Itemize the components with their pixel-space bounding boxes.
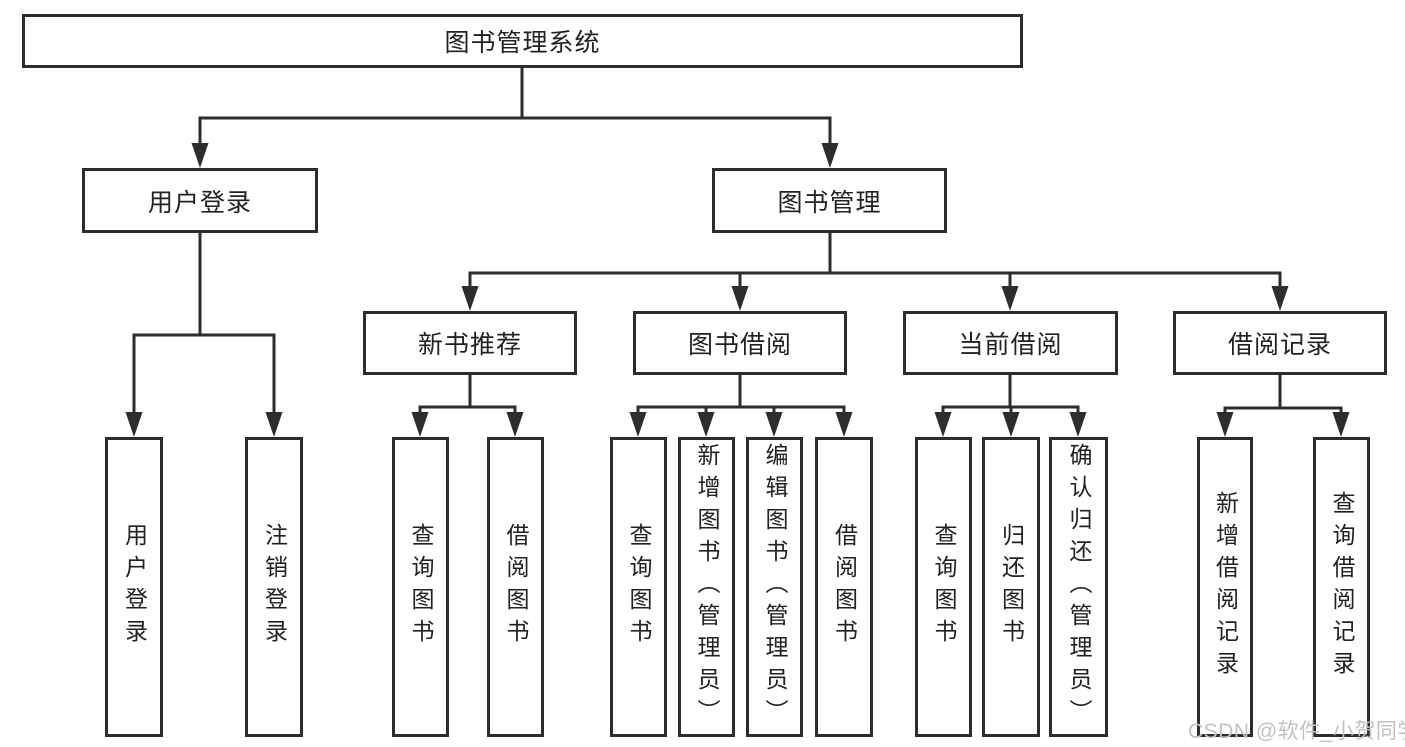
arrowhead-down	[461, 286, 479, 311]
leaf-label: 查询图书	[931, 523, 957, 651]
arrowhead-down	[1002, 412, 1020, 437]
arrowhead-down	[629, 412, 647, 437]
leaf-user-login: 用户登录	[105, 437, 163, 737]
leaf-borrow-books-newbook: 借阅图书	[487, 437, 544, 737]
leaf-query-books-borrow: 查询图书	[610, 437, 667, 737]
leaf-borrow-books: 借阅图书	[815, 437, 873, 737]
node-book-borrow: 图书借阅	[633, 311, 847, 375]
leaf-edit-books-admin: 编辑图书（管理员）	[746, 437, 803, 737]
node-borrow-records: 借阅记录	[1173, 311, 1387, 375]
leaf-confirm-return-admin: 确认归还（管理员）	[1049, 437, 1108, 737]
arrowhead-down	[835, 412, 853, 437]
leaf-label: 编辑图书（管理员）	[762, 443, 788, 731]
connector-login-to-leaves	[132, 231, 276, 417]
leaf-label: 查询图书	[626, 523, 652, 651]
arrowhead-down	[1069, 412, 1087, 437]
leaf-label: 查询图书	[408, 523, 434, 651]
node-book-management: 图书管理	[712, 168, 947, 233]
leaf-return-books: 归还图书	[982, 437, 1040, 737]
arrowhead-down	[1271, 286, 1289, 311]
leaf-label: 查询借阅记录	[1329, 491, 1355, 683]
leaf-add-books-admin: 新增图书（管理员）	[678, 437, 735, 737]
leaf-label: 新增借阅记录	[1212, 491, 1239, 683]
leaf-query-books-current: 查询图书	[915, 437, 972, 737]
leaf-label: 归还图书	[998, 523, 1025, 651]
csdn-watermark: CSDN @软件_小贺同学	[1188, 720, 1405, 743]
connector-management-to-level3	[468, 231, 1282, 291]
leaf-query-books-newbook: 查询图书	[392, 437, 449, 737]
node-current-borrow: 当前借阅	[903, 311, 1118, 375]
arrowhead-down	[765, 412, 783, 437]
connector-root-to-level2	[198, 66, 832, 148]
node-user-login: 用户登录	[82, 168, 318, 233]
arrowhead-down	[265, 412, 283, 437]
node-root: 图书管理系统	[22, 14, 1023, 68]
leaf-label: 用户登录	[121, 523, 148, 651]
leaf-query-borrow-record: 查询借阅记录	[1313, 437, 1370, 737]
node-new-book-recommend: 新书推荐	[363, 311, 577, 375]
leaf-label: 注销登录	[261, 523, 288, 651]
leaf-label: 新增图书（管理员）	[694, 443, 720, 731]
arrowhead-down	[506, 412, 524, 437]
arrowhead-down	[1001, 286, 1019, 311]
leaf-label: 借阅图书	[503, 523, 529, 651]
connector-newbook-to-leaves	[418, 373, 517, 417]
leaf-add-borrow-record: 新增借阅记录	[1197, 437, 1253, 737]
connector-current-to-leaves	[941, 373, 1080, 417]
leaf-logout: 注销登录	[245, 437, 303, 737]
connector-borrow-to-leaves	[636, 373, 846, 417]
arrowhead-down	[125, 412, 143, 437]
arrowhead-down	[411, 412, 429, 437]
arrowhead-down	[934, 412, 952, 437]
arrowhead-down	[1216, 412, 1234, 437]
arrowhead-down	[731, 286, 749, 311]
connector-records-to-leaves	[1223, 373, 1343, 417]
leaf-label: 借阅图书	[831, 523, 858, 651]
arrowhead-down	[821, 143, 839, 168]
arrowhead-down	[191, 143, 209, 168]
arrowhead-down	[697, 412, 715, 437]
arrowhead-down	[1332, 412, 1350, 437]
leaf-label: 确认归还（管理员）	[1066, 443, 1092, 731]
